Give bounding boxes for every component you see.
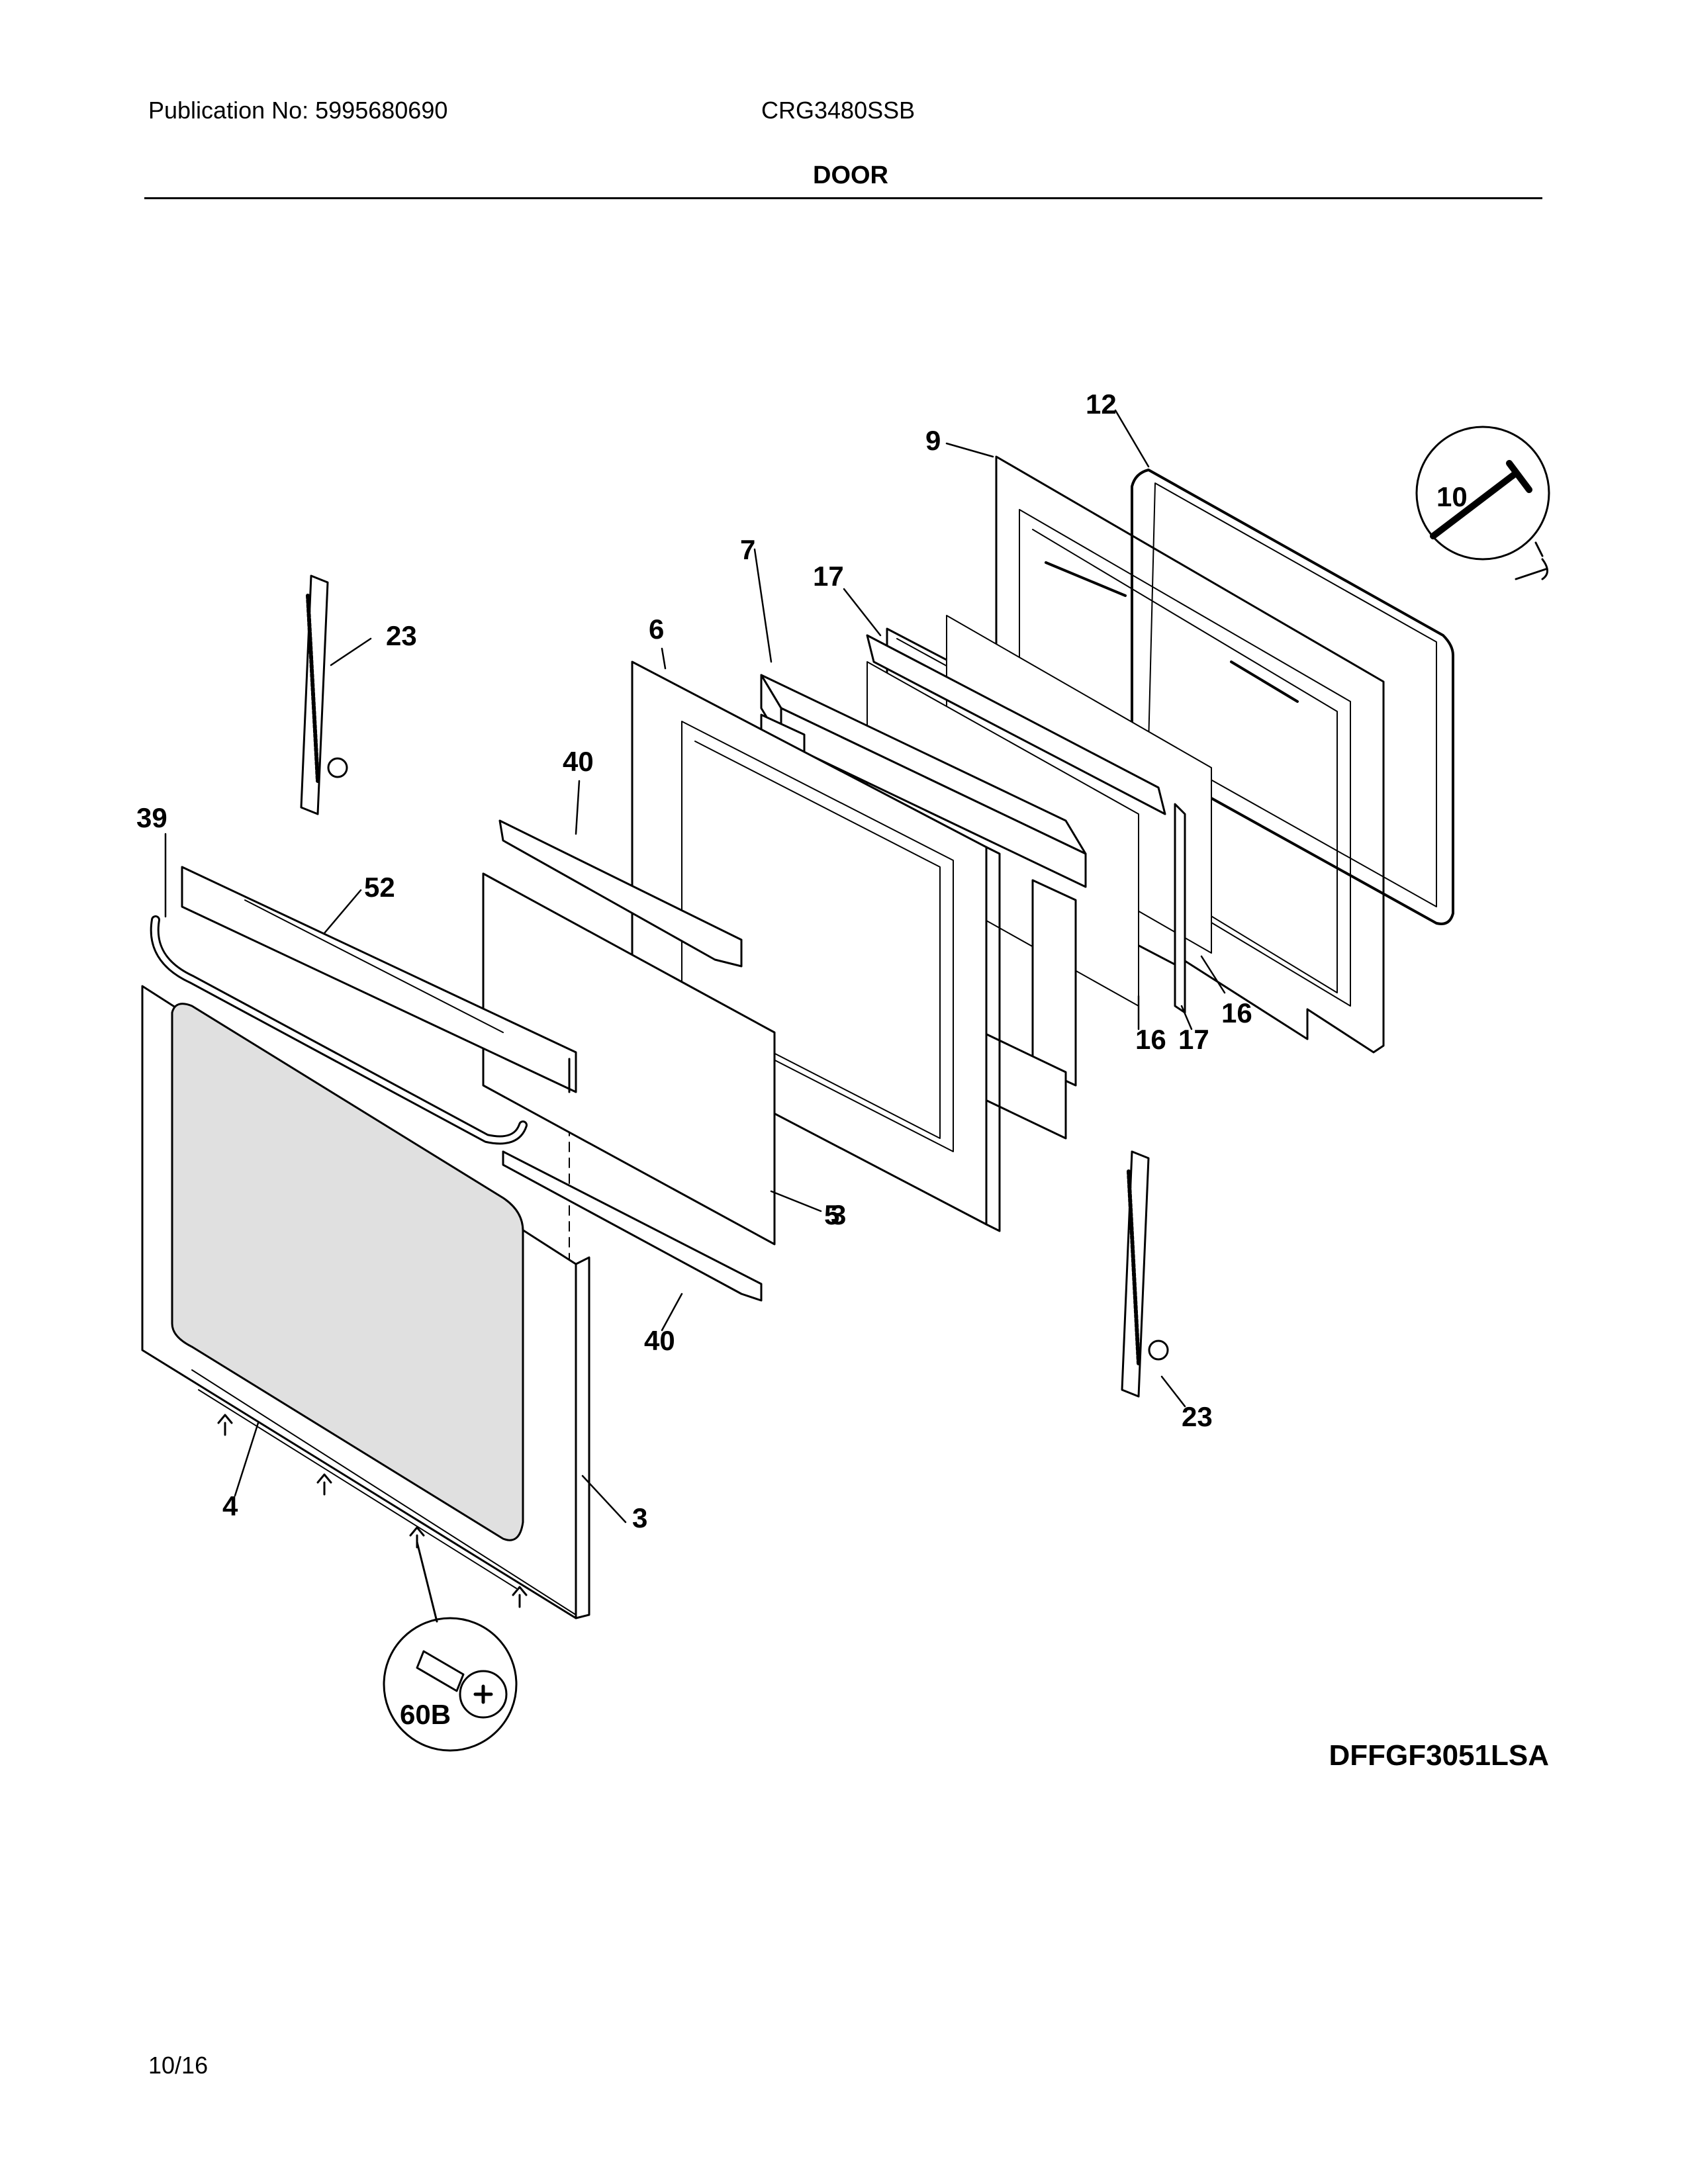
part-label-17: 17 <box>1178 1024 1209 1055</box>
part-label-17: 17 <box>813 561 844 592</box>
part-label-23: 23 <box>386 620 417 651</box>
door-handle <box>150 915 528 1145</box>
part-label-6: 6 <box>649 614 664 645</box>
top-trim <box>181 866 577 1093</box>
part-label-16: 16 <box>1221 997 1252 1028</box>
section-title: DOOR <box>813 161 888 189</box>
part-label-10: 10 <box>1436 481 1468 512</box>
part-label-12: 12 <box>1086 388 1117 420</box>
outer-door-panel <box>141 985 590 1619</box>
part-label-40: 40 <box>563 746 594 777</box>
leader-lines <box>164 409 1226 1524</box>
model-number: CRG3480SSB <box>761 97 915 124</box>
part-label-39: 39 <box>136 802 167 833</box>
hinge-left <box>300 574 348 815</box>
door-gasket <box>1131 469 1454 925</box>
part-label-9: 9 <box>925 425 941 456</box>
glass-retainer-lower <box>502 1150 763 1302</box>
glass-channel-17 <box>866 634 1186 1014</box>
diagram-code: DFFGF3051LSA <box>1329 1739 1549 1772</box>
part-label-7: 7 <box>740 534 755 565</box>
part-label-52: 52 <box>364 872 395 903</box>
revision-date: 10/16 <box>148 2052 209 2079</box>
glass-retainer-upper <box>498 819 743 968</box>
part-label-23: 23 <box>1182 1401 1213 1432</box>
part-label-60b: 60B <box>400 1699 451 1730</box>
part-label-16: 16 <box>1135 1024 1166 1055</box>
publication-number: Publication No: 5995680690 <box>148 97 448 124</box>
part-label-4: 4 <box>222 1490 238 1522</box>
part-label-5: 5 <box>824 1199 839 1230</box>
hinge-right <box>1121 1150 1169 1398</box>
part-label-40: 40 <box>644 1325 675 1356</box>
header-divider <box>144 197 1542 199</box>
part-label-3: 3 <box>831 1199 846 1230</box>
bolt-detail-callout <box>1415 426 1550 580</box>
screw-detail-callout <box>383 1541 518 1752</box>
part-label-3: 3 <box>632 1502 647 1533</box>
